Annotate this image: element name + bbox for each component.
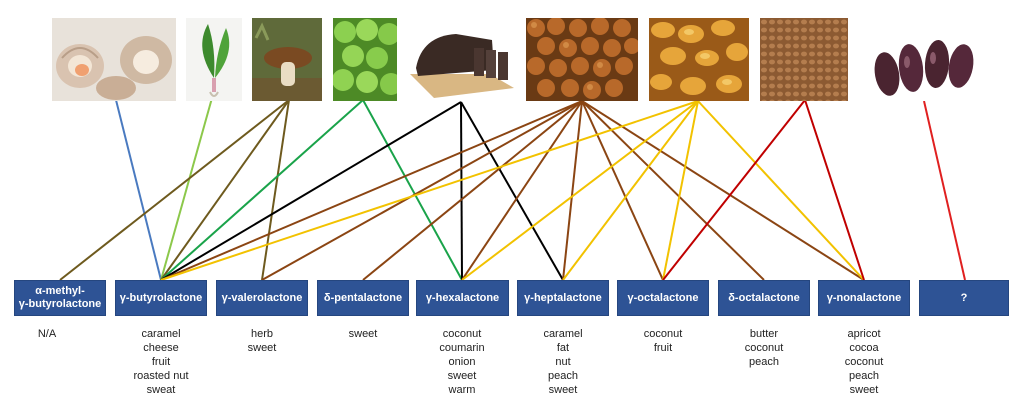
link-hazelnut-to-compound-4	[461, 100, 583, 281]
link-bread-to-compound-5	[460, 101, 564, 281]
descriptor: roasted nut	[133, 370, 189, 382]
descriptor: sweet	[849, 384, 879, 396]
descriptor: nut	[555, 356, 571, 368]
descriptor: sweat	[146, 384, 176, 396]
descriptor: sweet	[247, 342, 277, 354]
link-hazelnut-to-compound-5	[562, 100, 583, 281]
descriptor: warm	[448, 384, 476, 396]
link-hazelnut-to-compound-3	[362, 100, 583, 281]
link-apple-to-compound-1	[160, 99, 364, 281]
hazelnuts-photo	[526, 18, 638, 101]
descriptor: N/A	[37, 328, 57, 340]
descriptors-delta-pentalactone: sweet	[317, 327, 409, 341]
scallop-photo	[52, 18, 176, 101]
link-hazelnut-to-compound-1	[160, 100, 583, 281]
link-hazelnut-to-compound-7	[581, 100, 765, 281]
porcini-mushroom-photo	[252, 18, 322, 101]
descriptor: sweet	[548, 384, 578, 396]
descriptor: cocoa	[849, 342, 879, 354]
link-mushroom-to-compound-1	[160, 99, 290, 281]
link-buckwheat-to-compound-8	[804, 99, 865, 281]
descriptor: onion	[448, 356, 476, 368]
descriptors-gamma-octalactone: coconut fruit	[617, 327, 709, 355]
descriptor: herb	[250, 328, 274, 340]
green-apples-photo	[333, 18, 397, 101]
descriptor: sweet	[447, 370, 477, 382]
descriptors-gamma-heptalactone: caramel fat nut peach sweet	[517, 327, 609, 397]
compound-alpha-methyl-gamma-butyrolactone: α-methyl-γ-butyrolactone	[14, 280, 106, 316]
link-wild-garlic-to-compound-1	[160, 97, 213, 281]
blood-sausage-photo	[859, 18, 985, 101]
link-mushroom-to-compound-0	[59, 99, 290, 281]
link-apple-to-compound-4	[362, 99, 463, 281]
descriptor: peach	[548, 370, 578, 382]
descriptors-gamma-butyrolactone: caramel cheese fruit roasted nut sweat	[115, 327, 207, 397]
link-raisin-to-compound-4	[461, 100, 699, 281]
link-bread-to-compound-4	[460, 101, 463, 281]
descriptor: fruit	[151, 356, 171, 368]
compound-gamma-valerolactone: γ-valerolactone	[216, 280, 308, 316]
link-raisin-to-compound-8	[697, 100, 865, 281]
wild-garlic-photo	[186, 18, 242, 101]
link-buckwheat-to-compound-6	[662, 99, 806, 281]
link-hazelnut-to-compound-8	[581, 100, 865, 281]
link-bread-to-compound-1	[160, 101, 462, 281]
descriptor: sweet	[348, 328, 378, 340]
descriptors-gamma-nonalactone: apricot cocoa coconut peach sweet	[818, 327, 910, 397]
compound-unknown: ?	[919, 280, 1009, 316]
link-scallop-to-compound-1	[115, 99, 162, 281]
compound-gamma-heptalactone: γ-heptalactone	[517, 280, 609, 316]
compound-delta-pentalactone: δ-pentalactone	[317, 280, 409, 316]
descriptor: fat	[556, 342, 570, 354]
descriptors-gamma-hexalactone: coconut coumarin onion sweet warm	[416, 327, 508, 397]
descriptor: coconut	[744, 342, 784, 354]
raisins-photo	[649, 18, 749, 101]
descriptor: coconut	[643, 328, 683, 340]
descriptor: caramel	[141, 328, 181, 340]
descriptor: coconut	[442, 328, 482, 340]
link-hazelnut-to-compound-6	[581, 100, 664, 281]
link-raisin-to-compound-5	[562, 100, 699, 281]
rye-bread-photo	[408, 18, 516, 101]
compound-gamma-octalactone: γ-octalactone	[617, 280, 709, 316]
link-sausage-to-compound-9	[923, 100, 966, 281]
compound-delta-octalactone: δ-octalactone	[718, 280, 810, 316]
descriptor: coconut	[844, 356, 884, 368]
descriptor: caramel	[543, 328, 583, 340]
link-raisin-to-compound-6	[662, 100, 699, 281]
descriptor: apricot	[847, 328, 881, 340]
descriptor: peach	[749, 356, 779, 368]
buckwheat-photo	[760, 18, 848, 101]
link-raisin-to-compound-1	[160, 100, 699, 281]
compound-gamma-nonalactone: γ-nonalactone	[818, 280, 910, 316]
descriptor: peach	[849, 370, 879, 382]
compound-gamma-butyrolactone: γ-butyrolactone	[115, 280, 207, 316]
descriptors-delta-octalactone: butter coconut peach	[718, 327, 810, 369]
descriptors-alpha-methyl-gamma-butyrolactone: N/A	[0, 327, 94, 341]
descriptors-gamma-valerolactone: herb sweet	[216, 327, 308, 355]
descriptor: coumarin	[439, 342, 485, 354]
compound-gamma-hexalactone: γ-hexalactone	[416, 280, 509, 316]
descriptor: butter	[749, 328, 779, 340]
descriptor: cheese	[143, 342, 179, 354]
link-hazelnut-to-compound-2	[261, 100, 583, 281]
descriptor: fruit	[653, 342, 673, 354]
link-mushroom-to-compound-2	[261, 99, 290, 281]
